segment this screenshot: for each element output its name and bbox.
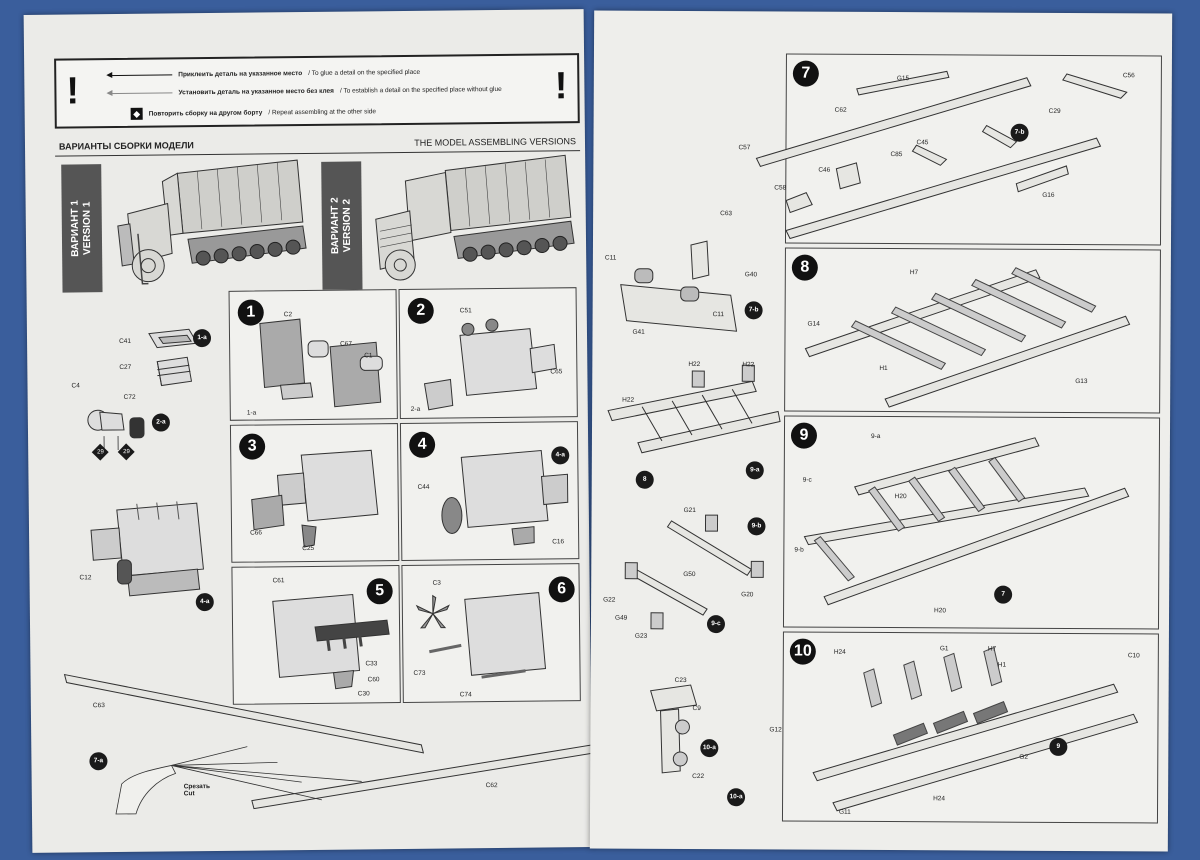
seat-bracket-drawing [610,235,771,346]
step-4-panel: 4 C44 C16 4-a [399,421,580,562]
sub-assembly-2a: C4 C72 2-a 29 29 [24,9,584,461]
step-5-drawing [243,580,394,700]
no-glue-arrow-icon [108,92,173,95]
sub-assembly-9a: H22 H22 H22 8 9-a [594,10,1172,489]
versions-title-en: THE MODEL ASSEMBLING VERSIONS [414,136,577,148]
legend-glue-row: Приклеить деталь на указанное место / To… [108,69,420,79]
badge-1a: 1-a [192,329,212,348]
pump-part-drawing [78,390,159,461]
sub-assembly-1a: C41 C27 1-a [24,9,584,15]
sub-assembly-4a: C12 4-a [24,9,584,612]
step-7-drawing [716,64,1157,241]
badge-7a: 7-a [89,752,108,771]
engine-subassembly-drawing [87,489,218,610]
sub-assembly-9c: G22 G49 G23 9-c [594,10,1172,640]
legend-no-glue-row: Установить деталь на указанное место без… [108,86,502,97]
badge-4a: 4-a [551,446,570,465]
ref-badge-7: 7 [994,585,1013,604]
versions-title-ru: ВАРИАНТЫ СБОРКИ МОДЕЛИ [58,140,194,152]
step-4-drawing [421,442,572,556]
badge-9a: 9-a [745,461,764,480]
ref-badge-9: 9 [1049,737,1068,756]
warning-mark-left: ! [66,70,80,113]
step-9-drawing [794,427,1155,629]
badge-4a: 4-a [195,592,214,612]
step-5-panel: 5 C61 C33 C60 C30 [231,565,401,705]
axle-frame-drawing [602,351,783,472]
right-instruction-page: 7 G15 C56 C62 C29 C57 C85 C45 C46 C58 C6… [589,10,1173,852]
frame-rail-cut-drawing [60,659,593,845]
legend-box: ! ! Приклеить деталь на указанное место … [54,53,580,129]
step-2-drawing [420,308,571,418]
step-7-panel: 7 G15 C56 C62 C29 C57 C85 C45 C46 C58 C6… [720,53,1162,246]
warning-mark-right: ! [554,65,568,108]
sub-assembly-9b: G21 G50 G20 9-b [594,10,1172,598]
step-8-drawing [795,259,1156,411]
badge-9c: 9-c [706,615,726,634]
cut-instruction: Срезать Cut [183,783,210,798]
step-8-panel: 8 G14 H7 H1 G13 [784,247,1161,414]
step-6-panel: 6 C3 C73 C74 [401,563,581,704]
suspension-arm-drawing [630,681,741,782]
crossmember-9b-drawing [661,511,771,592]
repeat-other-side-icon: ◆ [130,107,143,120]
glue-arrow-icon [108,74,173,77]
badge-10a: 10-a [727,788,746,807]
step-2-panel: 2 C51 C65 2-a [398,287,578,420]
step-1-panel: 1 C2 C67 C1 1-a [228,289,398,421]
badge-9b: 9-b [747,517,766,536]
step-10-panel: 10 H24 G1 H7 H1 C10 G12 G2 G11 H24 9 10-… [727,631,1159,824]
sub-assembly-10a: C23 C9 C22 10-a [594,10,1172,780]
step-9-panel: 9 9-a 9-c 9-b H20 H20 7 [782,415,1161,630]
sub-assembly-7a: C63 C62 7-a Срезать Cut [24,9,593,15]
ref-badge-8: 8 [635,470,654,489]
badge-2a: 2-a [151,413,170,432]
crossmember-9c-drawing [611,557,721,638]
badge-10a: 10-a [700,739,719,758]
badge-7b: 7-b [744,301,763,320]
sub-assembly-7b: C11 G40 G41 C11 7-b [594,10,1172,336]
badge-7b: 7-b [1010,123,1029,142]
step-3-panel: 3 C66 C25 [229,423,400,563]
step-10-drawing [793,643,1154,821]
step-1-drawing [250,312,391,413]
legend-repeat-row: ◆ Повторить сборку на другом борту / Rep… [109,105,376,120]
step-6-drawing [409,578,570,698]
truck-version-2-illustration [365,149,576,291]
step-3-drawing [241,444,392,558]
version-2-tag: ВАРИАНТ 2 VERSION 2 [321,161,363,290]
left-instruction-page: ! ! Приклеить деталь на указанное место … [23,9,593,853]
version-1-tag: ВАРИАНТ 1 VERSION 1 [61,164,103,293]
intake-part-drawing [139,323,210,394]
truck-version-1-illustration [107,152,308,294]
